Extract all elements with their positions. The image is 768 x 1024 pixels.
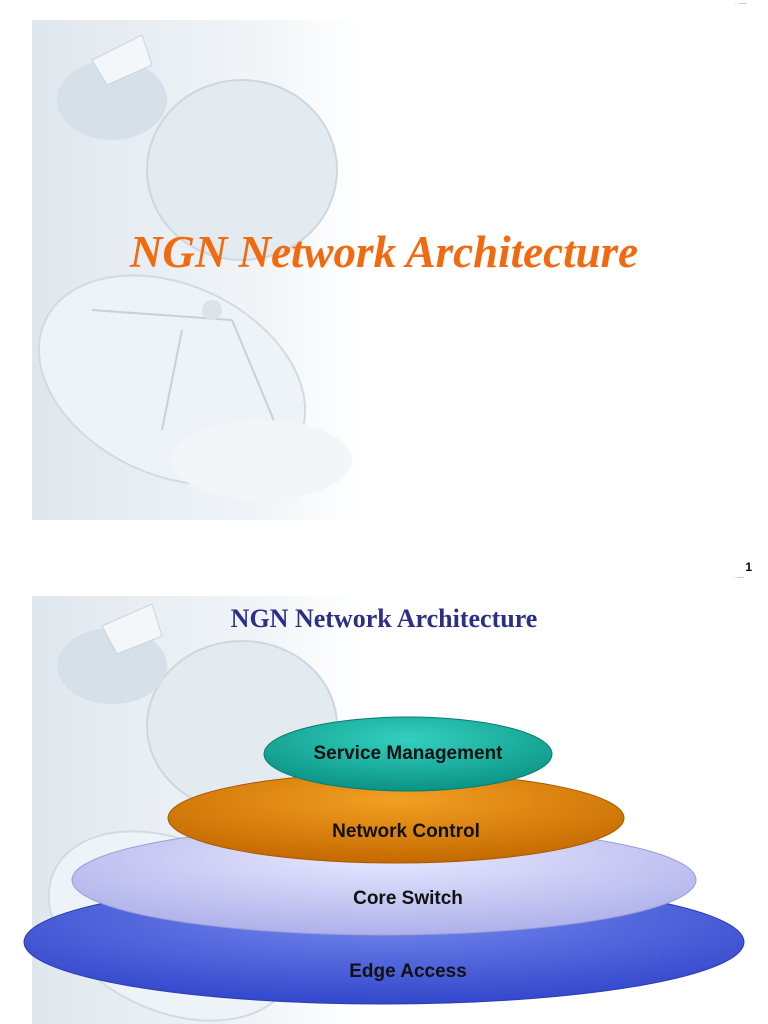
layer-label-edge-access: Edge Access [349,961,467,982]
architecture-slide: NGN Network Architecture Service [0,580,768,1024]
slide-title: NGN Network Architecture [230,604,538,633]
page-number: 1 [745,560,752,574]
layer-label-core-switch: Core Switch [353,888,463,909]
layer-pyramid [23,716,745,1005]
layer-service-management [263,716,553,792]
page-number-mark: · — [732,574,744,581]
title-slide: · — NGN Network Architecture [32,0,746,520]
slide-title: NGN Network Architecture [129,227,639,277]
satellite-dish-background [32,20,360,520]
layer-label-network-control: Network Control [332,821,480,842]
corner-mark: · — [734,0,746,7]
layer-label-service-management: Service Management [313,743,503,764]
